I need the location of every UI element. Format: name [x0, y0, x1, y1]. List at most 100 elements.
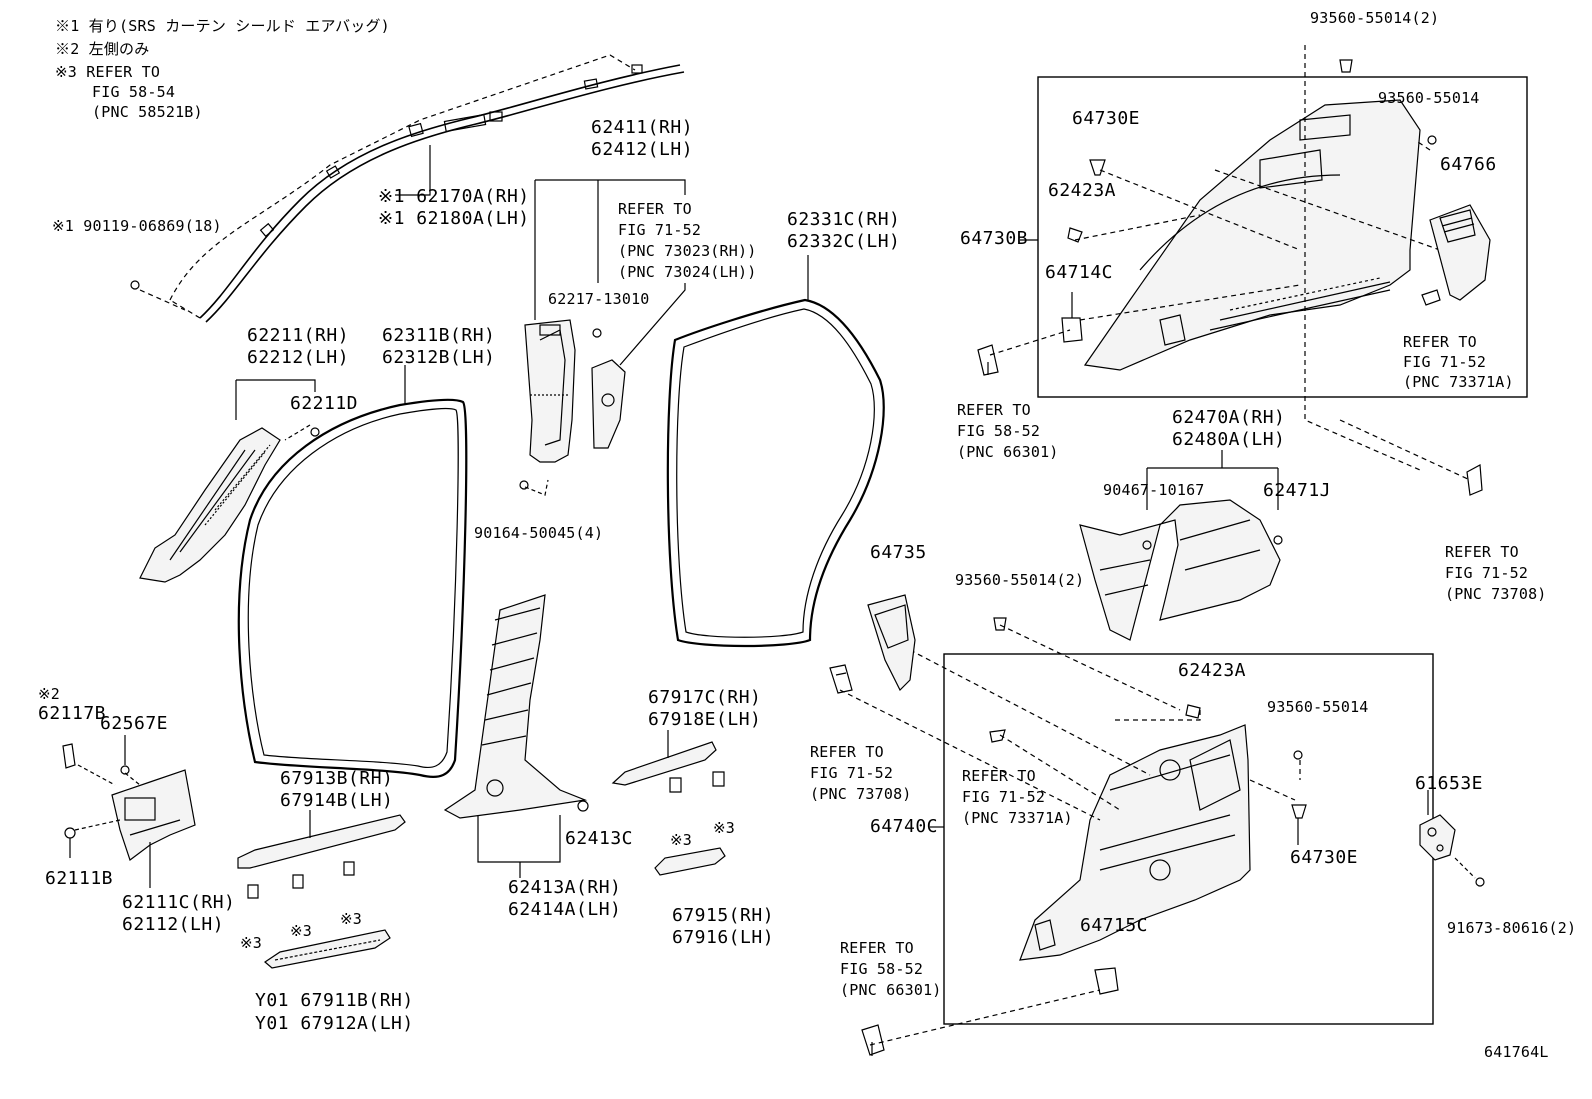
label-93560-55014-a: 93560-55014 [1378, 89, 1480, 107]
label-62211D: 62211D [290, 393, 359, 414]
label-ref-73023-pnc2: (PNC 73024(LH)) [618, 263, 757, 281]
leader-91673 [1454, 857, 1476, 879]
b-pillar-lower-trim [443, 594, 588, 819]
clip-90164-icon [519, 480, 529, 490]
clip-62117B-icon [62, 743, 76, 769]
bracket-64735 [867, 594, 916, 692]
label-91673-80616: 91673-80616(2) [1447, 919, 1577, 937]
leader-quarter-dashed [989, 45, 1471, 481]
label-ref-73371A-a: REFER TO [1403, 333, 1477, 351]
clip-62111B-icon [64, 827, 76, 839]
label-ref-73708-b-fig: FIG 71-52 [810, 764, 894, 782]
label-90467-10167: 90467-10167 [1103, 481, 1205, 499]
label-ref-66301-a-fig: FIG 58-52 [957, 422, 1041, 440]
a-pillar-trim [139, 427, 281, 583]
label-ref-73708-b-pnc: (PNC 73708) [810, 785, 912, 803]
clip-64730E-icon [1089, 159, 1106, 176]
label-62180A: ※1 62180A(LH) [378, 208, 530, 229]
note-3-pnc: (PNC 58521B) [92, 103, 203, 121]
clip-62423A-b-icon [1185, 704, 1201, 719]
clip-93560-b-icon [1293, 750, 1303, 760]
label-62567E: 62567E [100, 713, 169, 734]
quarter-upper-trim [1083, 99, 1421, 371]
bracket-73708-a [1466, 464, 1483, 496]
box-64730B [1037, 76, 1528, 398]
label-ref-73023: REFER TO [618, 200, 692, 218]
label-64714C: 64714C [1045, 262, 1114, 283]
label-61653E: 61653E [1415, 773, 1484, 794]
hook-73708-b [829, 664, 853, 694]
quarter-lower-trim [1019, 724, 1251, 961]
clip-front-b [292, 874, 304, 889]
leader-62470A [1146, 450, 1279, 510]
leader-90164 [524, 479, 549, 496]
label-64730E-b: 64730E [1290, 847, 1359, 868]
label-62414A: 62414A(LH) [508, 899, 622, 920]
label-90164-50045: 90164-50045(4) [474, 524, 604, 542]
label-64730B: 64730B [960, 228, 1029, 249]
label-mark3-d: ※3 [670, 831, 692, 849]
label-ref-73371A-b: REFER TO [962, 767, 1036, 785]
clip-64730E-b-icon [1291, 804, 1307, 819]
vent-64766 [1429, 204, 1491, 301]
label-62480A: 62480A(LH) [1172, 429, 1286, 450]
label-62170A: ※1 62170A(RH) [378, 186, 530, 207]
label-62332C: 62332C(LH) [787, 231, 901, 252]
label-62311B: 62311B(RH) [382, 325, 496, 346]
label-62111B: 62111B [45, 868, 114, 889]
label-93560-55014-2-mid: 93560-55014(2) [955, 571, 1085, 589]
clip-90119-icon [130, 280, 140, 290]
clip-front-a [247, 884, 259, 899]
clip-front-c [343, 861, 355, 876]
clip-62567E-icon [120, 765, 130, 775]
label-62413A: 62413A(RH) [508, 877, 622, 898]
label-ref-73708-a-pnc: (PNC 73708) [1445, 585, 1547, 603]
label-mark3-e: ※3 [713, 819, 735, 837]
label-ref-73371A-a-fig: FIG 71-52 [1403, 353, 1487, 371]
label-mark3-b: ※3 [290, 922, 312, 940]
label-ref-66301-a: REFER TO [957, 401, 1031, 419]
front-door-weatherstrip [237, 398, 468, 778]
clip-90467-icon [1142, 540, 1152, 550]
clip-62217-icon [592, 328, 602, 338]
label-90119-06869: ※1 90119-06869(18) [52, 217, 222, 235]
label-ref-73023-fig: FIG 71-52 [618, 221, 702, 239]
rear-scuff-plate [654, 847, 726, 876]
note-3-fig: FIG 58-54 [92, 83, 176, 101]
bracket-61653E [1419, 814, 1456, 861]
label-ref-73371A-b-pnc: (PNC 73371A) [962, 809, 1073, 827]
label-64730E-a: 64730E [1072, 108, 1141, 129]
label-ref-66301-b-fig: FIG 58-52 [840, 960, 924, 978]
label-ref-73708-a: REFER TO [1445, 543, 1519, 561]
leader-73023 [619, 283, 686, 366]
clip-73371A-b [989, 729, 1006, 743]
leader-62211 [235, 379, 316, 420]
leader-quarter-lower-dashed [839, 624, 1301, 1046]
label-mark3-c: ※3 [340, 910, 362, 928]
clip-62211D-icon [310, 427, 320, 437]
label-67917C: 67917C(RH) [648, 687, 762, 708]
note-2: ※2 左側のみ [55, 40, 150, 58]
label-62212: 62212(LH) [247, 347, 350, 368]
label-ref-73371A-a-pnc: (PNC 73371A) [1403, 373, 1514, 391]
label-62413C: 62413C [565, 828, 634, 849]
label-62412: 62412(LH) [591, 139, 694, 160]
label-ref-73023-pnc1: (PNC 73023(RH)) [618, 242, 757, 260]
label-93560-55014-b: 93560-55014 [1267, 698, 1369, 716]
label-67914B: 67914B(LH) [280, 790, 394, 811]
label-ref-73371A-b-fig: FIG 71-52 [962, 788, 1046, 806]
seatbelt-anchor-part [591, 359, 626, 449]
label-64715C: 64715C [1080, 915, 1149, 936]
roof-airbag-leaders [139, 54, 636, 319]
label-ref-66301-b-pnc: (PNC 66301) [840, 981, 942, 999]
label-62471J: 62471J [1263, 480, 1332, 501]
deck-side-trim [1079, 499, 1281, 641]
label-ref-66301-b: REFER TO [840, 939, 914, 957]
leader-62411 [534, 179, 686, 320]
rear-door-weatherstrip [666, 298, 885, 648]
hook-66301-a [977, 344, 999, 376]
clip-64715C-icon [1094, 967, 1119, 995]
label-62423A-b: 62423A [1178, 660, 1247, 681]
